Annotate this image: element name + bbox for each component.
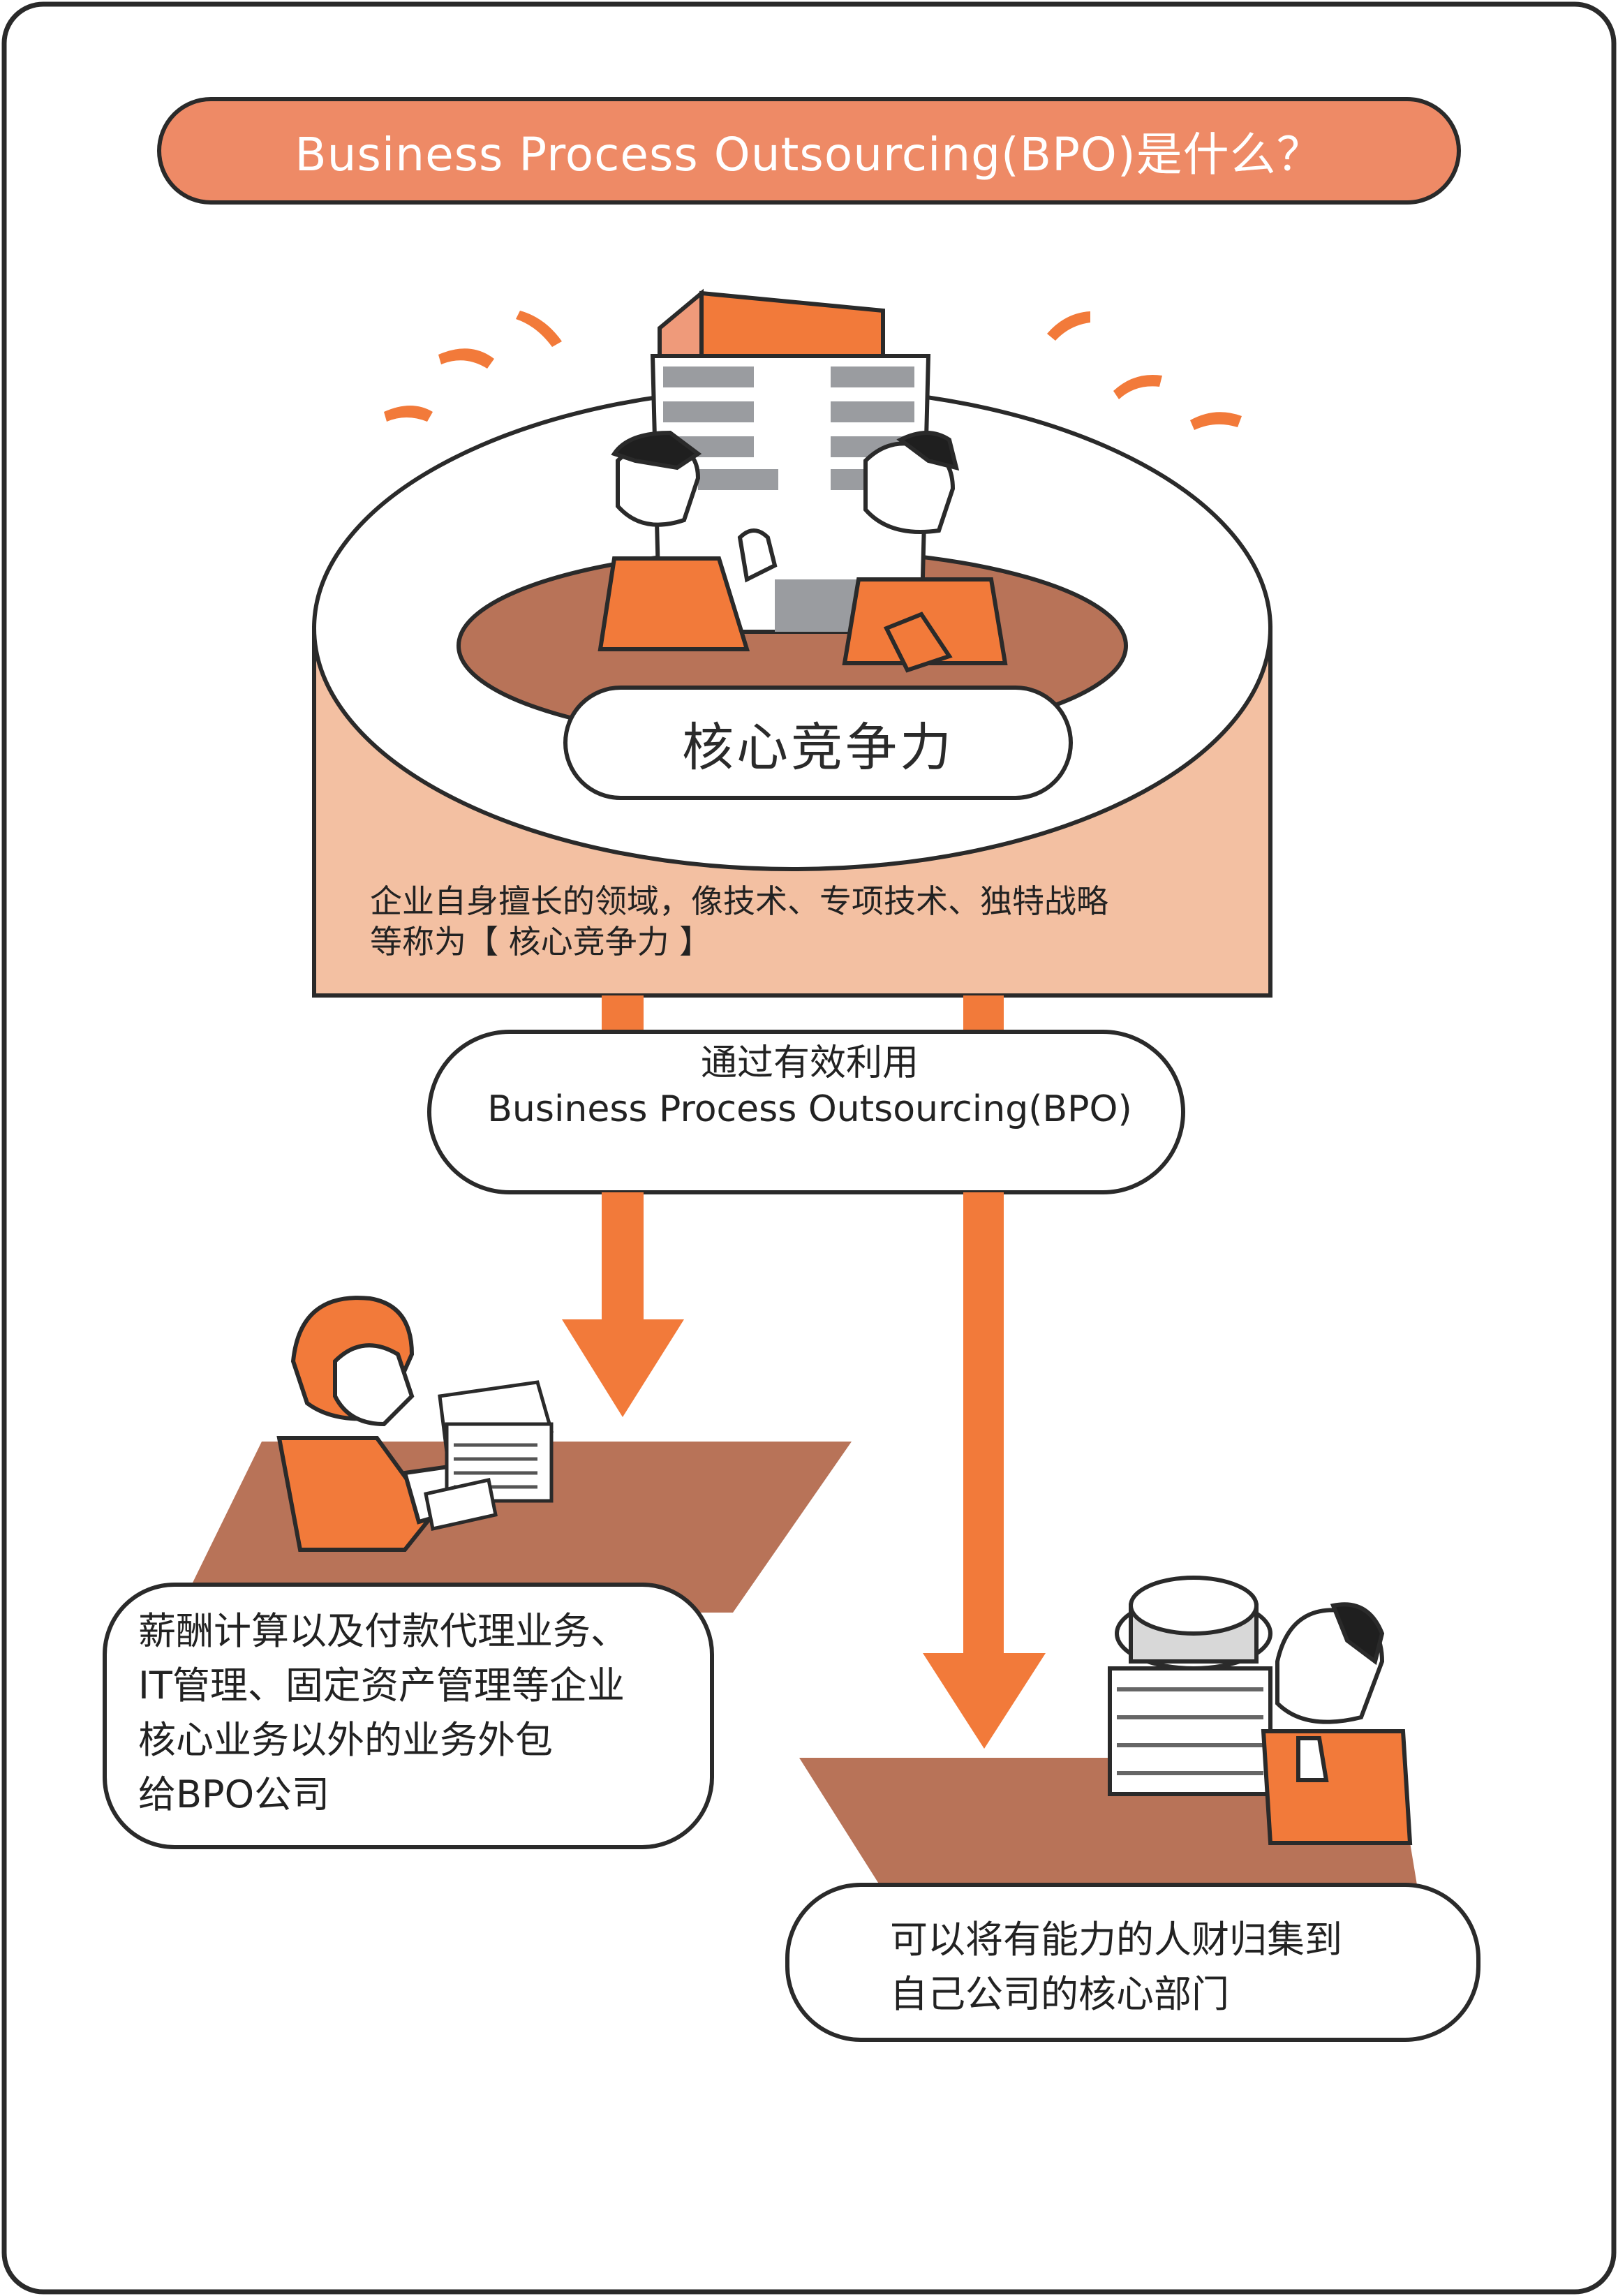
page-title: Business Process Outsourcing(BPO)是什么？ — [295, 128, 1323, 182]
left-note-text: 薪酬计算以及付款代理业务、 IT管理、固定资产管理等企业 核心业务以外的业务外包… — [138, 1604, 711, 1822]
via-text: 通过有效利用 Business Process Outsourcing(BPO) — [433, 1040, 1187, 1132]
spark-marks — [384, 311, 1242, 430]
core-description-line-2: 等称为【 核心竞争力 】 — [370, 923, 712, 961]
core-description: 企业自身擅长的领域，像技术、专项技术、独特战略 等称为【 核心竞争力 】 — [370, 881, 1277, 962]
core-competence-label: 核心竞争力 — [682, 717, 954, 778]
via-line-2: Business Process Outsourcing(BPO) — [487, 1088, 1132, 1130]
left-note-line-1: 薪酬计算以及付款代理业务、 — [138, 1609, 628, 1653]
businessman-with-coins-icon — [1261, 1602, 1413, 1845]
core-competence-pill — [563, 686, 1073, 800]
via-line-1: 通过有效利用 — [700, 1042, 919, 1084]
arrow-right-stem-top — [963, 995, 1004, 1035]
businessman-left-icon — [598, 430, 778, 651]
title-banner — [157, 97, 1461, 205]
businessman-right-icon — [842, 431, 1008, 673]
right-note-line-1: 可以将有能力的人财归集到 — [890, 1918, 1342, 1962]
arrow-left-down — [562, 1192, 684, 1417]
right-note-box — [785, 1883, 1480, 2042]
right-note-text: 可以将有能力的人财归集到 自己公司的核心部门 — [890, 1913, 1420, 2022]
left-note-line-3: 核心业务以外的业务外包 — [138, 1718, 553, 1762]
right-note-line-2: 自己公司的核心部门 — [890, 1972, 1229, 2016]
arrow-left-stem-top — [602, 995, 644, 1035]
left-note-line-2: IT管理、固定资产管理等企业 — [138, 1664, 625, 1708]
arrow-right-down — [923, 1192, 1046, 1749]
core-description-line-1: 企业自身擅长的领域，像技术、专项技术、独特战略 — [370, 882, 1108, 920]
document-stack-icon — [424, 1380, 554, 1531]
coin-stack-icon — [1108, 1576, 1272, 1796]
left-note-line-4: 给BPO公司 — [138, 1772, 330, 1816]
via-pill — [427, 1030, 1185, 1194]
left-note-box — [103, 1583, 714, 1849]
